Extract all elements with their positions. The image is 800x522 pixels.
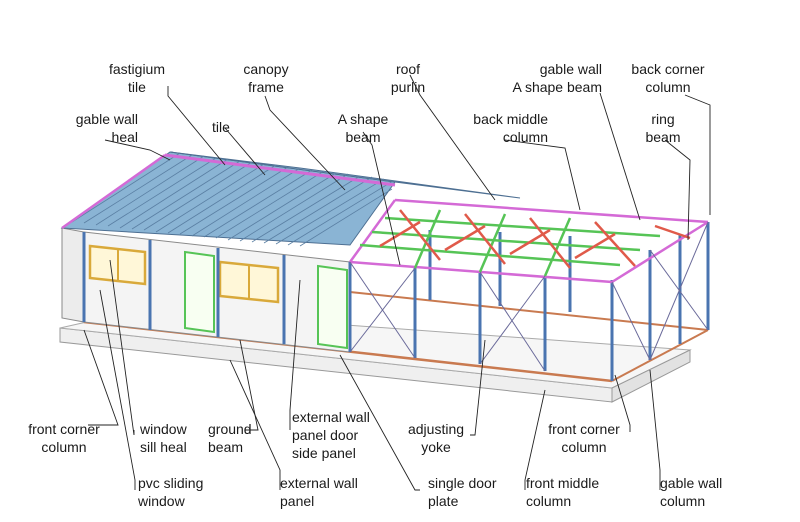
fastigium-tile bbox=[164, 153, 396, 187]
door-right bbox=[317, 264, 348, 350]
roof-corrugation bbox=[71, 152, 394, 247]
roof-tile-back bbox=[169, 151, 521, 199]
adjusting-yokes bbox=[349, 221, 709, 372]
ground-beam-side bbox=[611, 329, 709, 382]
front-columns-left bbox=[82, 232, 352, 352]
label-tile: tile bbox=[212, 119, 230, 135]
gable-wall-heal bbox=[61, 153, 166, 230]
roof-purlins bbox=[379, 209, 691, 269]
pvc-sliding-window-middle bbox=[218, 260, 280, 304]
roof-tile bbox=[60, 151, 396, 246]
gable-wall-panel bbox=[61, 227, 85, 323]
leader-lines bbox=[83, 74, 711, 491]
pvc-sliding-window-left bbox=[88, 244, 147, 286]
door-left bbox=[184, 250, 215, 334]
ground-beam-back bbox=[349, 291, 709, 331]
ring-beams bbox=[348, 198, 709, 284]
